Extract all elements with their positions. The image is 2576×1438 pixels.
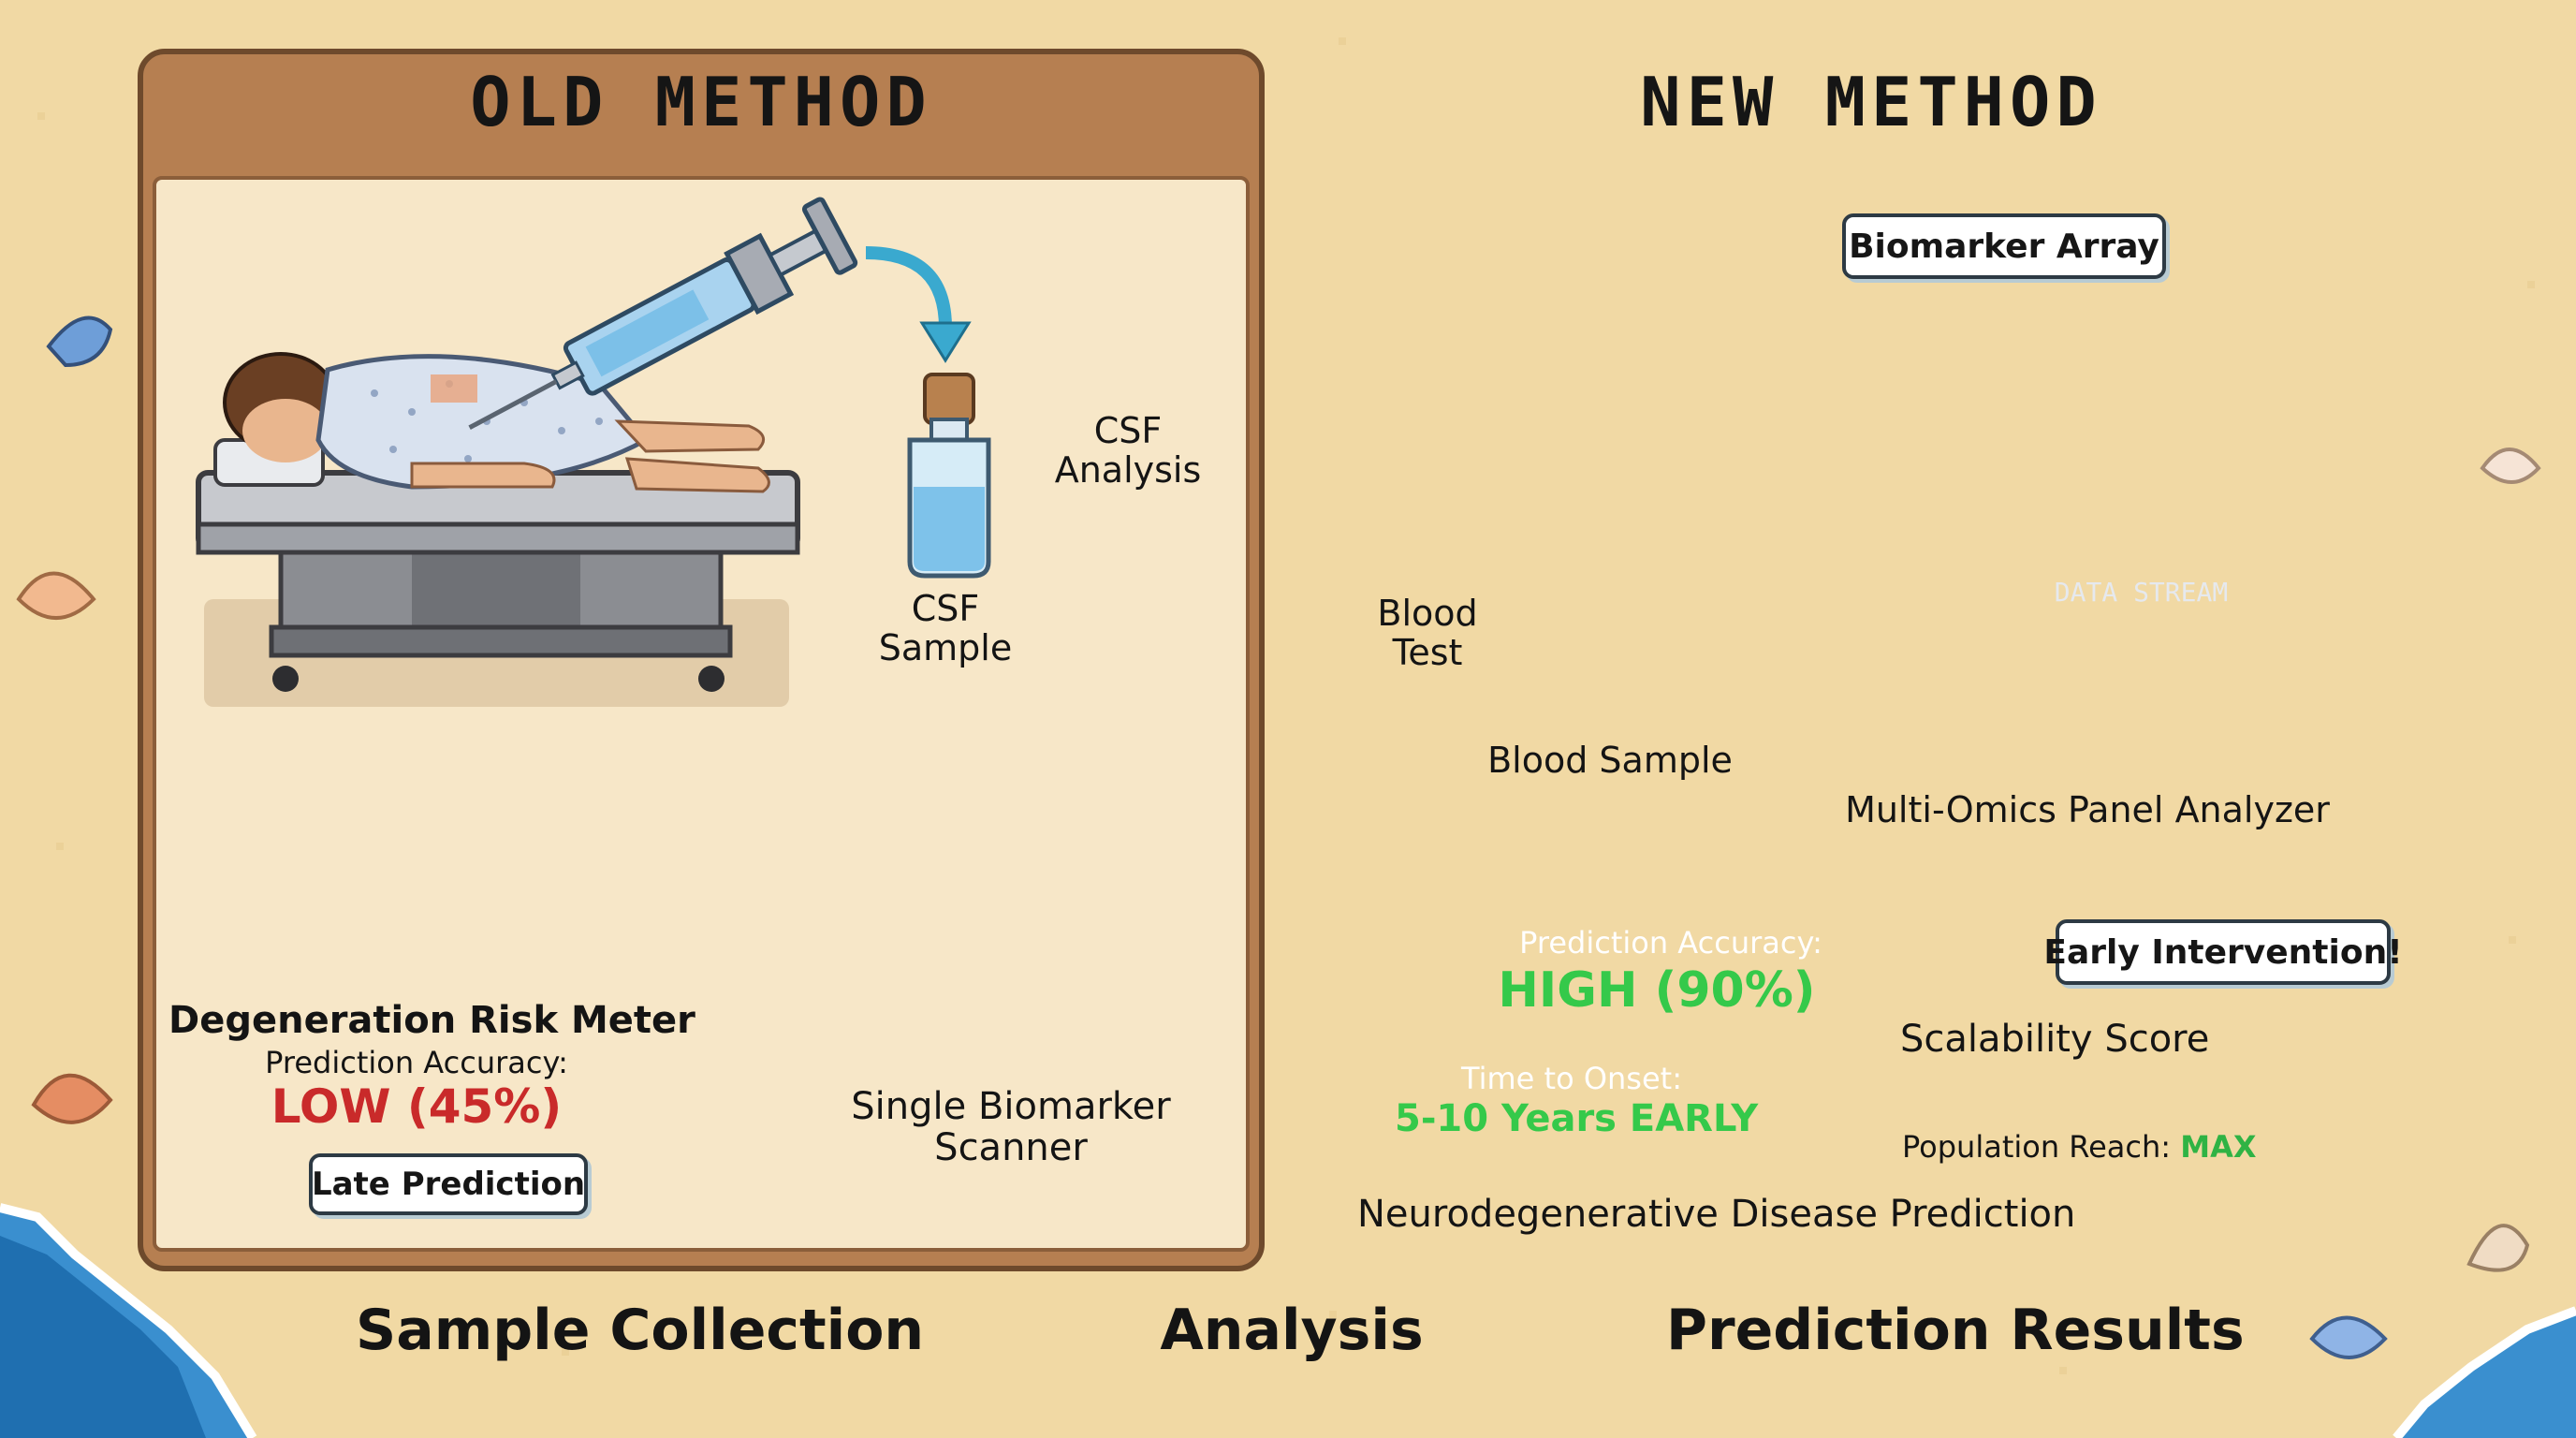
shell-icon (2480, 448, 2541, 484)
biomarker-array-bubble: Biomarker Array (1842, 213, 2166, 279)
old-accuracy-value: LOW (45%) (271, 1079, 563, 1134)
syringe-icon (468, 197, 858, 430)
new-accuracy-label: Prediction Accuracy: (1519, 925, 1822, 961)
wave-foam-left (0, 1203, 257, 1438)
scanner-label: Single Biomarker Scanner (851, 1085, 1171, 1169)
curved-arrow-cyan (865, 246, 952, 329)
footer-step-1: Sample Collection (356, 1298, 925, 1363)
disease-prediction-label: Neurodegenerative Disease Prediction (1357, 1193, 2076, 1236)
new-method-title: NEW METHOD (1640, 63, 2102, 141)
population-reach: Population Reach: MAX (1902, 1129, 2295, 1165)
old-accuracy-label: Prediction Accuracy: (265, 1045, 568, 1080)
analyzer-label: Multi-Omics Panel Analyzer (1845, 789, 2330, 830)
shell-icon (31, 1073, 113, 1124)
footer-step-2: Analysis (1160, 1298, 1424, 1363)
late-prediction-bubble: Late Prediction (309, 1153, 588, 1215)
footer-step-3: Prediction Results (1666, 1298, 2245, 1363)
csf-analysis-label: CSF Analysis (1054, 410, 1202, 491)
population-reach-value: MAX (2180, 1129, 2257, 1165)
early-intervention-bubble: Early Intervention! (2043, 919, 2403, 985)
new-accuracy-value: HIGH (90%) (1498, 962, 1816, 1019)
scalability-label: Scalability Score (1900, 1018, 2210, 1061)
old-method-title: OLD METHOD (470, 63, 932, 141)
shell-icon (2466, 1224, 2530, 1272)
shell-icon (2309, 1315, 2388, 1359)
shell-icon (16, 571, 96, 620)
data-stream-label: DATA STREAM (2054, 577, 2229, 608)
hospital-bed (196, 438, 800, 707)
onset-value: 5-10 Years EARLY (1395, 1097, 1759, 1140)
ocean-left-deep (0, 1236, 206, 1438)
risk-meter-label: Degeneration Risk Meter (168, 999, 695, 1042)
arrowhead-cyan (919, 321, 972, 363)
ocean-right (2396, 1311, 2576, 1438)
sand-speckles (37, 37, 2535, 1374)
onset-label: Time to Onset: (1461, 1061, 1682, 1096)
blood-sample-label: Blood Sample (1487, 740, 1733, 781)
blood-test-label: Blood Test (1377, 593, 1478, 673)
vial-icon (907, 373, 991, 579)
csf-sample-label: CSF Sample (878, 588, 1013, 668)
shell-icon (46, 315, 113, 368)
population-reach-label: Population Reach: (1902, 1129, 2172, 1165)
wave-foam-right (2393, 1306, 2576, 1438)
